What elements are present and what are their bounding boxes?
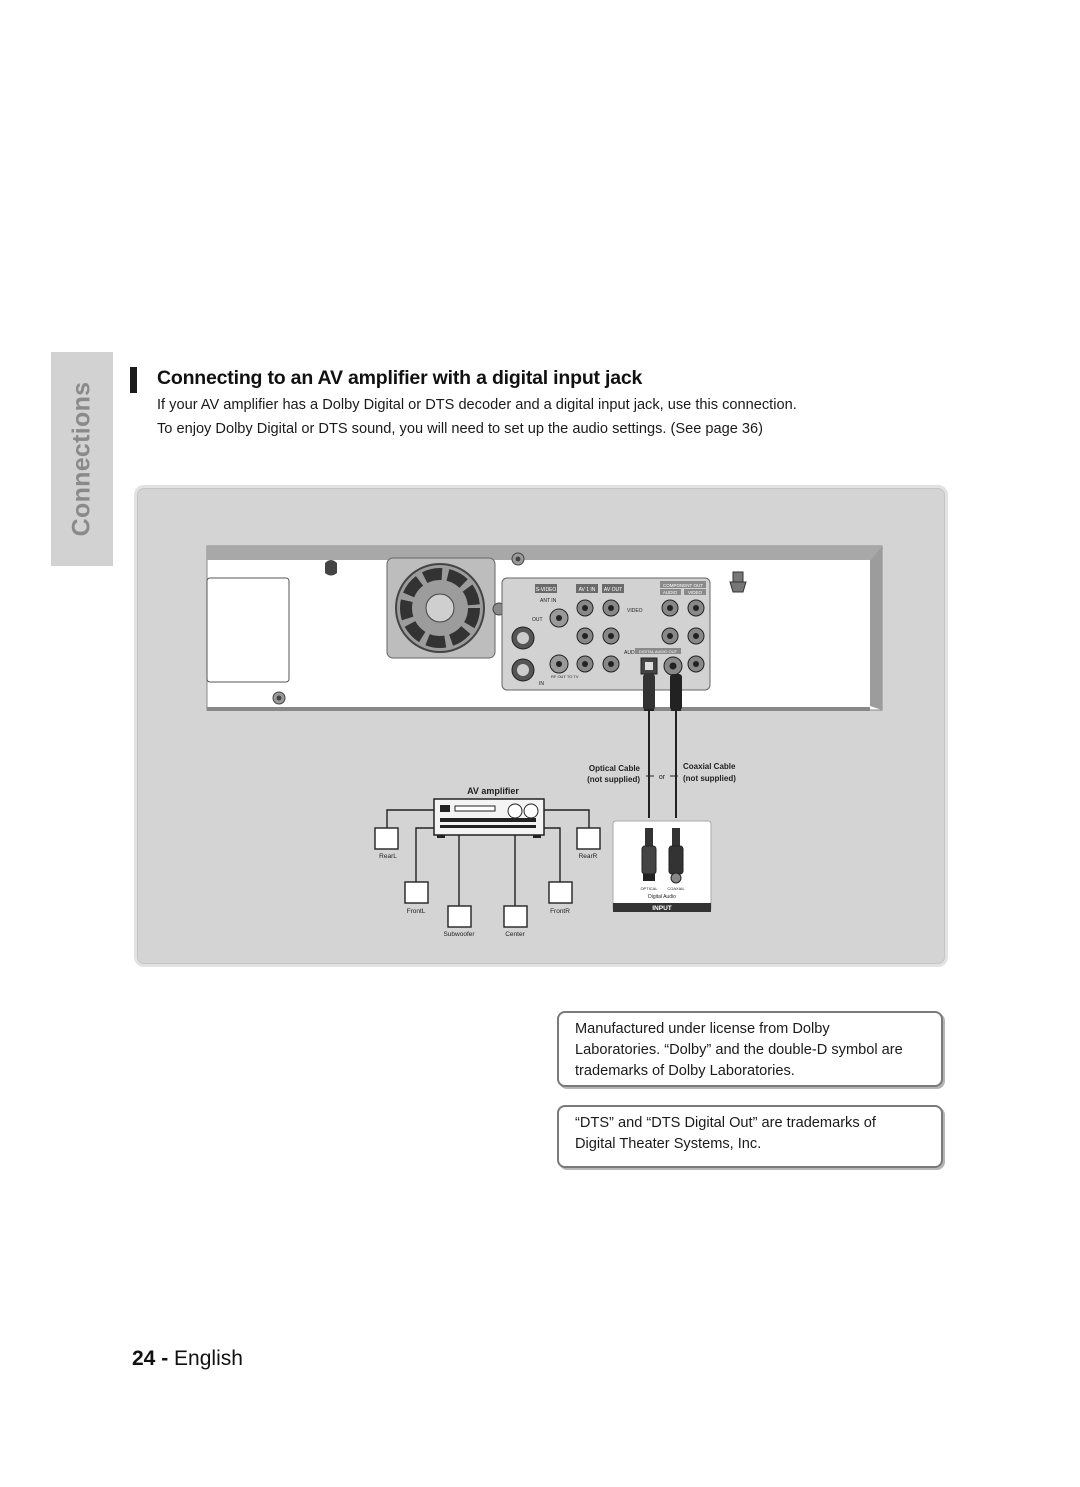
speaker-center-label: Center — [505, 931, 525, 938]
coaxial-not-supplied-label: (not supplied) — [683, 774, 736, 783]
connection-diagram: S-VIDEO AV 1 IN AV OUT COMPONENT OUT AUD… — [134, 485, 948, 967]
input-label: INPUT — [652, 905, 672, 912]
label-component-video: VIDEO — [688, 590, 703, 595]
cooling-fan — [386, 557, 506, 659]
section-tab-label: Connections — [67, 381, 96, 537]
input-optical-label: OPTICAL — [640, 886, 658, 891]
page-footer: 24 - English — [132, 1347, 243, 1371]
dolby-note-line-2: Laboratories. “Dolby” and the double-D s… — [575, 1042, 903, 1058]
speakers — [374, 827, 601, 928]
coaxial-cable-label: Coaxial Cable — [683, 762, 736, 771]
label-ant-in: ANT IN — [540, 598, 557, 604]
footer-separator: - — [161, 1347, 169, 1370]
label-s-video: S-VIDEO — [536, 587, 557, 593]
footer-language: English — [174, 1347, 243, 1370]
optical-cable-label: Optical Cable — [589, 764, 641, 773]
amplifier-label: AV amplifier — [467, 786, 519, 796]
page-number: 24 — [132, 1347, 156, 1370]
amplifier-input-panel: OPTICAL COAXIAL Digital Audio INPUT — [612, 820, 712, 912]
intro-paragraph-1: If your AV amplifier has a Dolby Digital… — [157, 397, 797, 413]
label-video-side: VIDEO — [627, 608, 643, 614]
dts-trademark-note: “DTS” and “DTS Digital Out” are trademar… — [557, 1105, 943, 1168]
label-av-out: AV OUT — [604, 587, 622, 593]
label-av1-in: AV 1 IN — [579, 587, 596, 593]
connection-diagram-svg: S-VIDEO AV 1 IN AV OUT COMPONENT OUT AUD… — [206, 545, 883, 938]
input-coaxial-label: COAXIAL — [667, 886, 685, 891]
section-heading: Connecting to an AV amplifier with a dig… — [157, 367, 643, 389]
label-in: IN — [539, 681, 544, 687]
speaker-rear-right-label: RearR — [579, 853, 598, 860]
label-component-audio: AUDIO — [663, 590, 678, 595]
dolby-note-line-3: trademarks of Dolby Laboratories. — [575, 1063, 795, 1079]
speaker-subwoofer-label: Subwoofer — [443, 931, 475, 938]
label-audio-side: AUDIO — [624, 650, 640, 656]
dolby-note-line-1: Manufactured under license from Dolby — [575, 1021, 830, 1037]
label-rf-out: RF OUT TO TV — [551, 674, 579, 679]
or-label: or — [659, 774, 666, 781]
label-component-out: COMPONENT OUT — [663, 583, 703, 588]
speaker-front-right-label: FrontR — [550, 908, 570, 915]
dolby-trademark-note: Manufactured under license from Dolby La… — [557, 1011, 943, 1087]
jack-panel: S-VIDEO AV 1 IN AV OUT COMPONENT OUT AUD… — [501, 571, 747, 691]
speaker-rear-left-label: RearL — [379, 853, 397, 860]
av-amplifier: AV amplifier — [433, 786, 545, 838]
section-tab: Connections — [51, 352, 113, 566]
dts-note-line-1: “DTS” and “DTS Digital Out” are trademar… — [575, 1115, 876, 1131]
speaker-front-left-label: FrontL — [407, 908, 426, 915]
dts-note-line-2: Digital Theater Systems, Inc. — [575, 1136, 762, 1152]
speaker-wiring — [386, 809, 590, 906]
input-digital-audio-label: Digital Audio — [648, 894, 676, 900]
label-digital-audio-out: DIGITAL AUDIO OUT — [639, 649, 678, 654]
intro-paragraph-2: To enjoy Dolby Digital or DTS sound, you… — [157, 421, 763, 437]
digital-cables — [643, 674, 682, 818]
optical-not-supplied-label: (not supplied) — [587, 775, 640, 784]
heading-marker — [130, 367, 137, 393]
label-out: OUT — [532, 617, 543, 623]
